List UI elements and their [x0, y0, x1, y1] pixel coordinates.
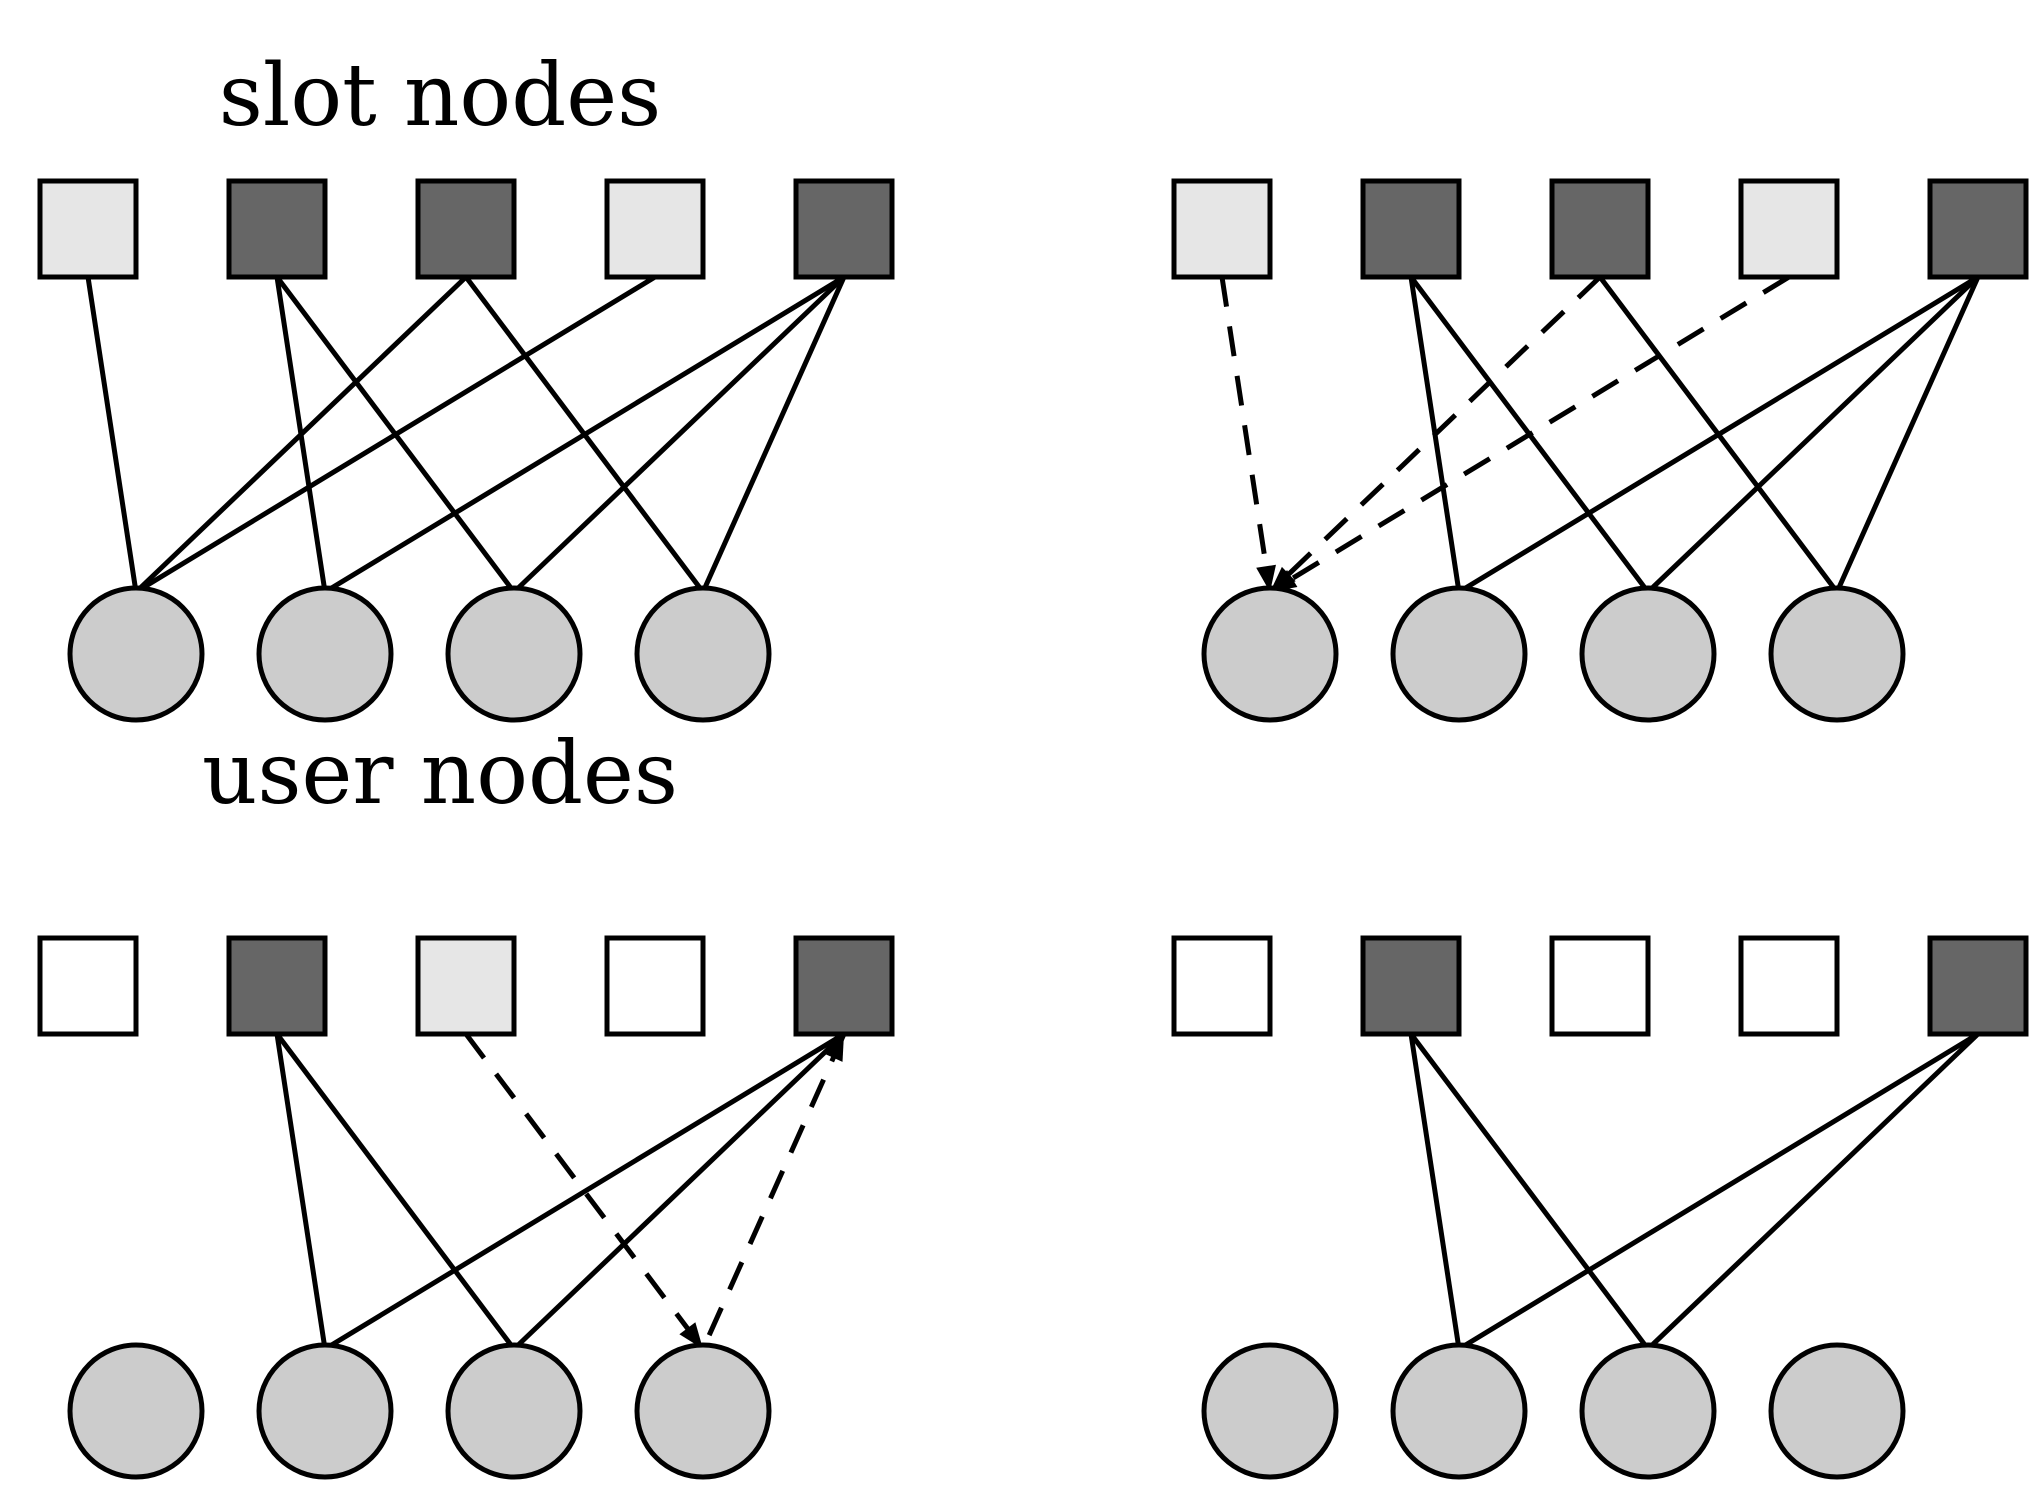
slot-node-3	[415, 935, 517, 1037]
slot-node-4	[1738, 935, 1840, 1037]
user-node-3	[1579, 1342, 1717, 1480]
slot-node-5	[793, 935, 895, 1037]
edge-slot4-user1	[1268, 274, 1791, 595]
edge-slot3-user4	[464, 1032, 705, 1351]
user-node-3	[445, 585, 583, 723]
slot-node-4	[1738, 178, 1840, 280]
panel-bottom-left	[37, 935, 895, 1480]
panels-layer	[37, 178, 2029, 1480]
user-node-1	[1201, 585, 1339, 723]
edge-slot5-user4	[700, 275, 847, 594]
user-node-1	[1201, 1342, 1339, 1480]
arrowhead-icon	[1256, 564, 1276, 592]
slot-node-1	[37, 935, 139, 1037]
user-node-1	[67, 585, 205, 723]
slot-node-5	[1927, 178, 2029, 280]
user-node-3	[445, 1342, 583, 1480]
edge-slot5-user2	[1457, 274, 1980, 595]
user-node-4	[1768, 1342, 1906, 1480]
edges-top-left	[85, 274, 847, 595]
edge-slot2-user3	[275, 1032, 516, 1351]
edge-slot5-user3	[1646, 1032, 1980, 1351]
edge-slot5-user3	[1646, 275, 1980, 594]
edge-slot5-user2	[323, 1031, 846, 1352]
edges-bottom-left	[274, 1031, 847, 1352]
slot-node-2	[226, 178, 328, 280]
slot-node-4	[604, 935, 706, 1037]
edge-slot5-user2	[1457, 1031, 1980, 1352]
edge-slot5-user4	[700, 1032, 847, 1351]
user-node-2	[256, 585, 394, 723]
edge-slot2-user2	[1408, 1033, 1462, 1350]
edges-top-right	[1219, 274, 1981, 595]
panel-top-left	[37, 178, 895, 723]
edge-slot5-user2	[323, 274, 846, 595]
user-node-4	[634, 1342, 772, 1480]
slot-node-3	[1549, 178, 1651, 280]
edge-slot5-user4	[1834, 275, 1981, 594]
slot-node-1	[1171, 935, 1273, 1037]
slot-node-1	[37, 178, 139, 280]
slot-node-5	[1927, 935, 2029, 1037]
user-node-2	[1390, 585, 1528, 723]
user-node-2	[256, 1342, 394, 1480]
slot-node-4	[604, 178, 706, 280]
user-node-1	[67, 1342, 205, 1480]
edge-slot5-user3	[512, 1032, 846, 1351]
arrowhead-icon	[679, 1322, 703, 1349]
slot-nodes-label: slot nodes	[219, 46, 662, 146]
user-node-4	[1768, 585, 1906, 723]
edge-slot3-user1	[134, 275, 468, 594]
edge-slot2-user2	[274, 1033, 328, 1350]
slot-node-2	[1360, 935, 1462, 1037]
edge-slot1-user1	[85, 276, 139, 593]
edge-slot1-user1	[1219, 276, 1273, 593]
edge-slot4-user1	[134, 274, 657, 595]
user-node-2	[1390, 1342, 1528, 1480]
edge-slot5-user3	[512, 275, 846, 594]
user-node-4	[634, 585, 772, 723]
user-nodes-label: user nodes	[202, 724, 678, 824]
slot-node-2	[226, 935, 328, 1037]
slot-node-1	[1171, 178, 1273, 280]
slot-node-5	[793, 178, 895, 280]
slot-node-3	[1549, 935, 1651, 1037]
user-node-3	[1579, 585, 1717, 723]
slot-node-3	[415, 178, 517, 280]
arrowhead-icon	[824, 1034, 844, 1062]
panel-bottom-right	[1171, 935, 2029, 1480]
edge-slot3-user1	[1268, 275, 1602, 594]
edge-slot2-user3	[1409, 1032, 1650, 1351]
edges-bottom-right	[1408, 1031, 1980, 1352]
panel-top-right	[1171, 178, 2029, 723]
slot-node-2	[1360, 178, 1462, 280]
